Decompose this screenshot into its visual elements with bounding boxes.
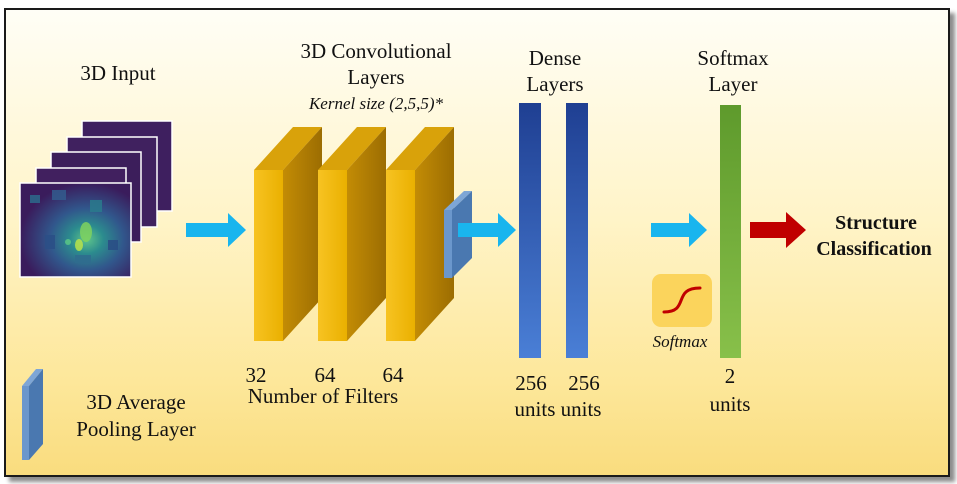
filter-count-3: 64 (382, 363, 404, 387)
filter-count-1: 32 (245, 363, 267, 387)
dense-title-line1: Dense (528, 46, 582, 70)
flow-arrow-1 (186, 213, 246, 247)
flow-arrow-3 (651, 213, 707, 247)
legend-label-line2: Pooling Layer (76, 417, 196, 441)
heatmap-texture (30, 190, 118, 263)
conv-title-line2: Layers (347, 65, 405, 89)
dense-layer-1 (519, 103, 541, 358)
conv-title-line1: 3D Convolutional (300, 39, 452, 63)
flow-arrow-2 (458, 213, 516, 247)
softmax-units: 2 (724, 364, 736, 388)
softmax-layer (720, 105, 741, 358)
softmax-title-line1: Softmax (697, 46, 769, 70)
dense-layer-2 (566, 103, 588, 358)
output-arrow (750, 212, 806, 248)
input-stack (19, 120, 173, 278)
dense-units-caption: units units (514, 397, 602, 421)
softmax-title-line2: Layer (708, 72, 758, 96)
filters-caption: Number of Filters (247, 384, 399, 408)
conv-block-3 (386, 127, 454, 341)
softmax-function-label: Softmax (652, 332, 708, 351)
dense-units-2: 256 (568, 371, 600, 395)
softmax-units-caption: units (709, 392, 751, 416)
legend-pooling-icon (22, 369, 43, 460)
softmax-function-icon (652, 274, 712, 327)
output-label-line1: Structure (835, 212, 917, 234)
filter-count-2: 64 (314, 363, 336, 387)
conv-kernel-note: Kernel size (2,5,5)* (308, 94, 444, 113)
conv-block-1 (254, 127, 322, 341)
dense-title-line2: Layers (526, 72, 584, 96)
conv-block-2 (318, 127, 386, 341)
diagram-frame (4, 8, 950, 477)
dense-units-1: 256 (515, 371, 547, 395)
legend-label-line1: 3D Average (86, 390, 186, 414)
output-label-line2: Classification (816, 238, 932, 260)
input-title: 3D Input (80, 61, 156, 85)
